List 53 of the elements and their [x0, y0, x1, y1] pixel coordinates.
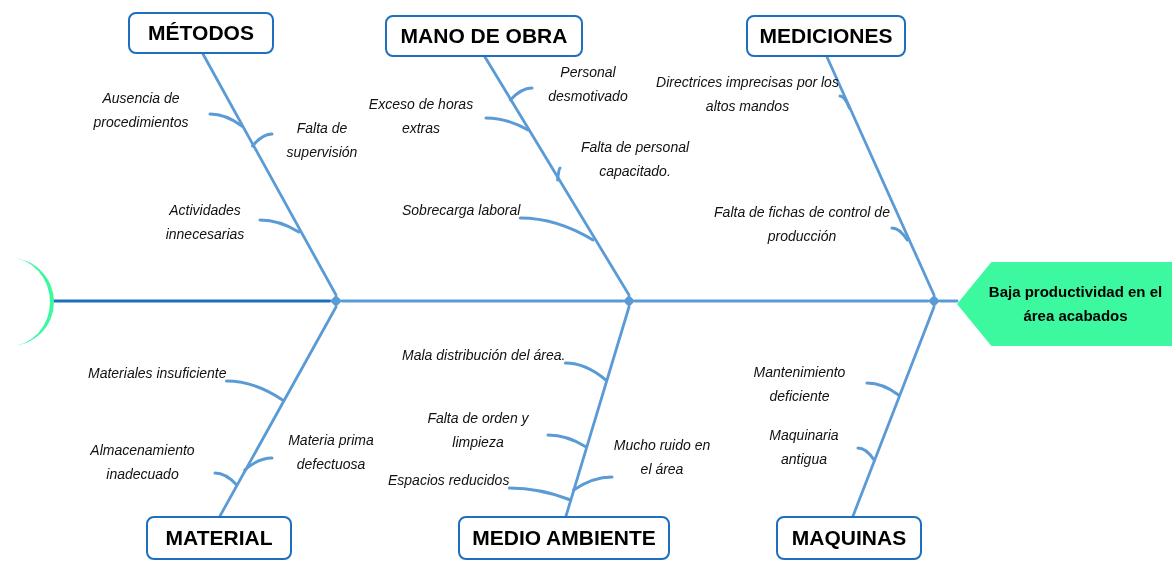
cause-label: Falta de fichas de control de producción — [712, 200, 892, 248]
fishbone-line — [52, 299, 332, 303]
leader-line — [856, 446, 876, 462]
cause-label: Mala distribución del área. — [402, 343, 566, 367]
category-box: MANO DE OBRA — [385, 15, 583, 57]
leader-line — [258, 218, 301, 234]
category-box: MEDIO AMBIENTE — [458, 516, 670, 560]
cause-label: Maquinaria antigua — [750, 423, 858, 471]
cause-label: Almacenamiento inadecuado — [70, 438, 215, 486]
leader-line — [243, 456, 274, 472]
junction-diamond — [928, 295, 940, 307]
leader-line — [484, 116, 530, 132]
fishbone-line — [218, 305, 338, 518]
leader-line — [507, 486, 573, 502]
leader-line — [563, 361, 608, 382]
leader-line — [865, 381, 901, 397]
category-box: MÉTODOS — [128, 12, 274, 54]
fishbone-line — [340, 299, 625, 303]
leader-line — [208, 112, 244, 128]
fishbone-line — [825, 55, 936, 297]
cause-label: Mantenimiento deficiente — [732, 360, 867, 408]
cause-label: Materia prima defectuosa — [272, 428, 390, 476]
fishbone-line — [633, 299, 930, 303]
cause-label: Personal desmotivado — [532, 60, 644, 108]
leader-line — [546, 433, 588, 449]
category-box: MAQUINAS — [776, 516, 922, 560]
leader-line — [213, 471, 239, 487]
fishbone-line — [483, 55, 631, 297]
cause-label: Falta de orden y limpieza — [408, 406, 548, 454]
cause-label: Actividades innecesarias — [150, 198, 260, 246]
leader-line — [225, 379, 285, 402]
leader-line — [251, 132, 274, 148]
cause-label: Espacios reducidos — [388, 468, 510, 492]
leader-line — [556, 166, 562, 182]
junction-diamond — [623, 295, 635, 307]
effect-box: Baja productividad en el área acabados — [957, 262, 1172, 346]
leader-line — [518, 216, 595, 242]
cause-label: Falta de personal capacitado. — [560, 135, 710, 183]
cause-label: Ausencia de procedimientos — [72, 86, 210, 134]
leader-line — [890, 226, 909, 242]
fishbone-line — [201, 52, 338, 297]
fishbone-line — [851, 305, 936, 518]
cause-label: Directrices imprecisas por los altos mandos — [655, 70, 840, 118]
leader-line — [838, 94, 851, 110]
cause-label: Sobrecarga laboral — [402, 198, 521, 222]
category-box: MEDICIONES — [746, 15, 906, 57]
leader-line — [508, 86, 534, 102]
cause-label: Materiales insuficiente — [88, 361, 227, 385]
leader-line — [572, 475, 614, 492]
cause-label: Mucho ruido en el área — [612, 433, 712, 481]
junction-diamond — [330, 295, 342, 307]
category-box: MATERIAL — [146, 516, 292, 560]
fishbone-line — [564, 305, 631, 518]
